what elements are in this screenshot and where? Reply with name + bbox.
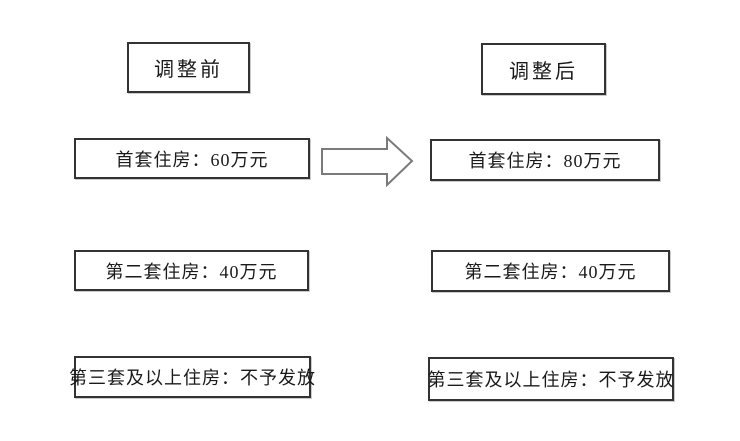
- right-block-arrow-icon: [320, 135, 414, 188]
- first-home-after-label: 首套住房：80万元: [468, 151, 622, 171]
- second-home-after-label: 第二套住房：40万元: [464, 262, 637, 282]
- box-first-home-after: 首套住房：80万元: [430, 139, 660, 181]
- box-first-home-before: 首套住房：60万元: [74, 138, 310, 179]
- second-home-before-label: 第二套住房：40万元: [105, 261, 278, 282]
- header-after-label: 调整后: [509, 60, 578, 83]
- header-box-after: 调整后: [481, 43, 606, 95]
- third-home-after-label: 第三套及以上住房：不予发放: [427, 370, 675, 390]
- box-third-home-after: 第三套及以上住房：不予发放: [428, 357, 674, 401]
- box-second-home-after: 第二套住房：40万元: [431, 250, 670, 292]
- box-second-home-before: 第二套住房：40万元: [74, 250, 309, 291]
- box-third-home-before: 第三套及以上住房：不予发放: [69, 356, 315, 398]
- header-before-label: 调整前: [154, 59, 223, 81]
- header-box-before: 调整前: [127, 42, 250, 93]
- first-home-before-label: 首套住房：60万元: [115, 149, 269, 170]
- third-home-before-label: 第三套及以上住房：不予发放: [69, 368, 316, 388]
